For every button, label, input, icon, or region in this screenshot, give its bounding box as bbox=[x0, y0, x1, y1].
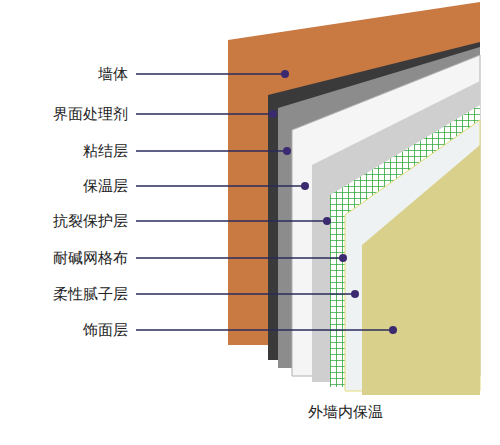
leader-lines bbox=[136, 74, 393, 330]
part-label: 保温层 bbox=[83, 176, 128, 196]
part-label: 饰面层 bbox=[83, 320, 128, 340]
caption: 外墙内保温 bbox=[308, 402, 383, 422]
part-label: 墙体 bbox=[98, 64, 128, 84]
finish-layer bbox=[362, 145, 480, 395]
leader-dots bbox=[269, 70, 397, 334]
part-label: 抗裂保护层 bbox=[53, 211, 128, 231]
part-label: 界面处理剂 bbox=[53, 104, 128, 124]
part-label: 粘结层 bbox=[83, 141, 128, 161]
part-label: 耐碱网格布 bbox=[53, 248, 128, 268]
part-label: 柔性腻子层 bbox=[53, 284, 128, 304]
